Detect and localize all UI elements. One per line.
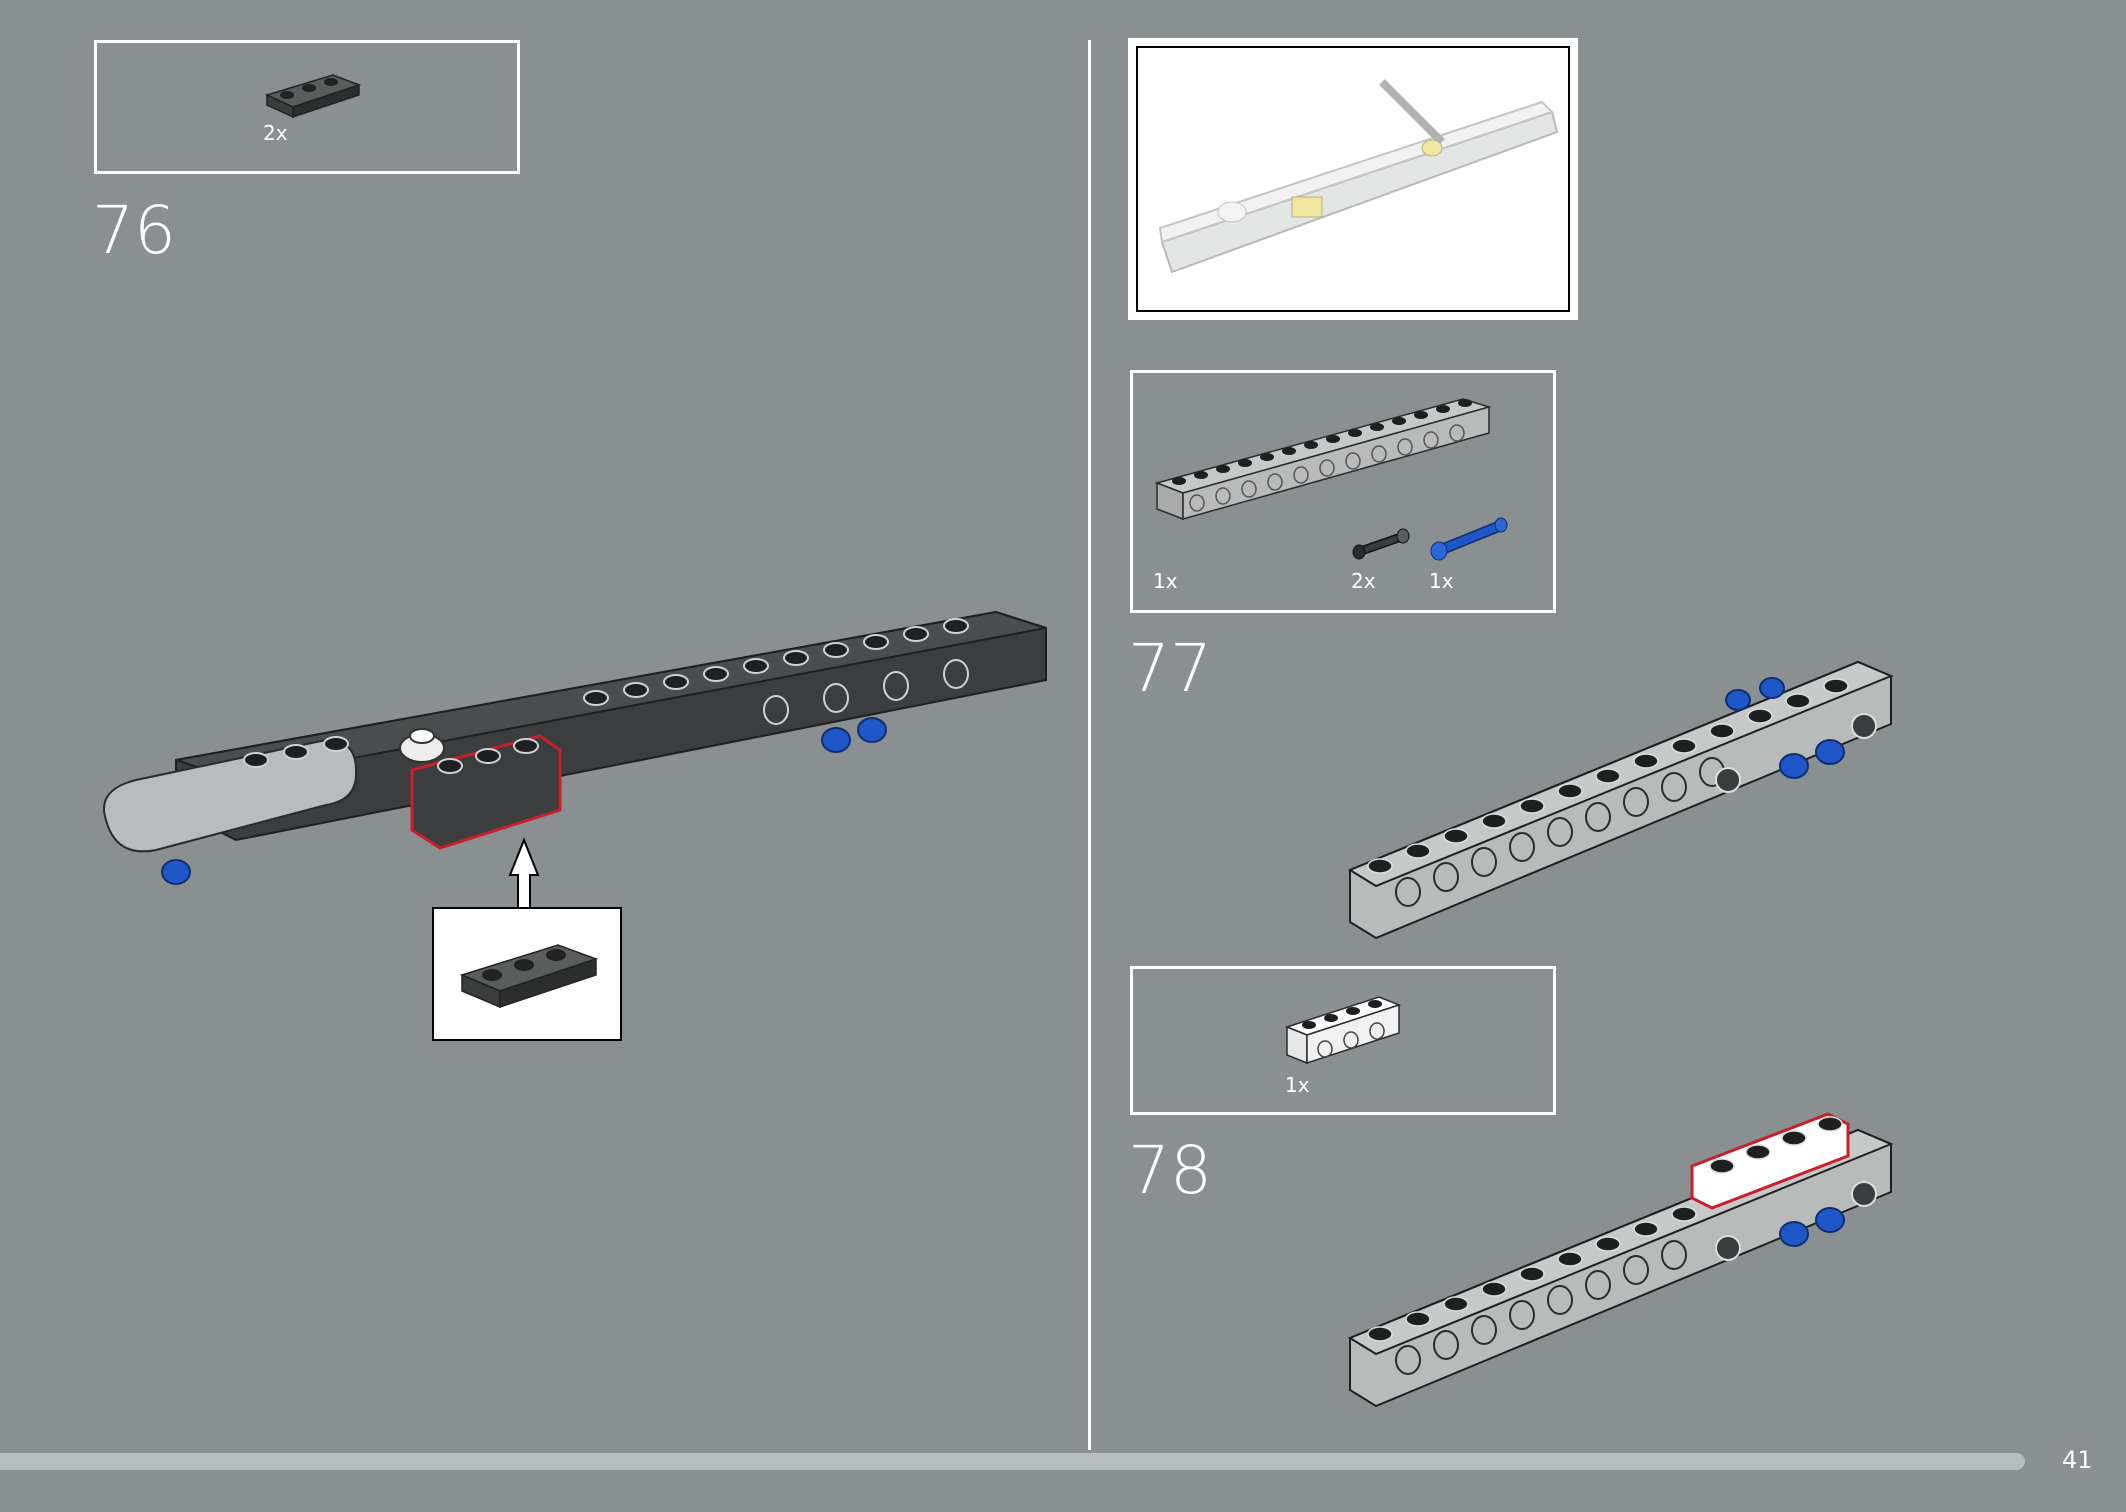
progress-bar [0, 1453, 2025, 1470]
step-number-78: 78 [1128, 1132, 1212, 1209]
part-qty: 1x [1285, 1073, 1310, 1097]
page-divider [1088, 40, 1091, 1450]
page-number: 41 [2062, 1446, 2093, 1474]
parts-list-step-76: 2x [94, 40, 520, 174]
part-qty: 1x [1153, 569, 1178, 593]
assembly-step-77-illustration [1347, 660, 1894, 940]
callout-box-step-76 [432, 907, 622, 1041]
technic-pin-black-icon [1352, 528, 1410, 560]
technic-pin-blue-icon [1430, 517, 1508, 561]
assembly-step-78-illustration [1347, 1112, 1894, 1408]
step-number-77: 77 [1128, 630, 1212, 707]
technic-brick-1x4-white-icon [1284, 996, 1402, 1065]
part-qty: 2x [263, 121, 288, 145]
model-preview-icon [1158, 79, 1559, 274]
assembly-step-76-illustration [103, 610, 1047, 911]
parts-list-step-77: 1x 2x 1x [1130, 370, 1556, 613]
plate-1x3-dark-gray-icon [459, 944, 599, 1009]
part-qty: 2x [1351, 569, 1376, 593]
subassembly-reference [1128, 38, 1578, 320]
parts-list-step-78: 1x [1130, 966, 1556, 1115]
technic-beam-1x16-light-gray-icon [1154, 398, 1492, 521]
step-number-76: 76 [92, 192, 176, 269]
part-qty: 1x [1429, 569, 1454, 593]
plate-1x3-dark-gray-icon [264, 74, 362, 119]
